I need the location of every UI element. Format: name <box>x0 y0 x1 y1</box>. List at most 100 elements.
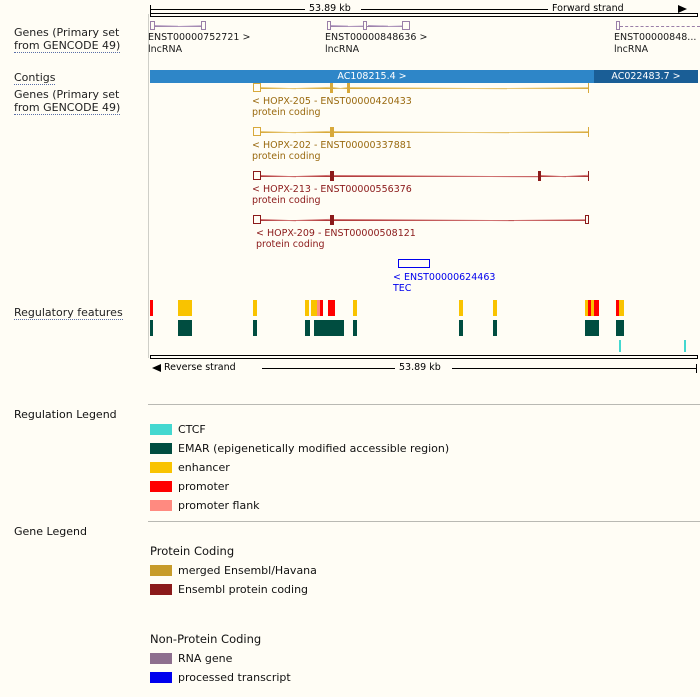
transcript-utr-box <box>402 21 410 30</box>
transcript-biotype-label: lncRNA <box>148 44 183 55</box>
regulatory-feature-enhancer[interactable] <box>591 300 594 316</box>
transcript-tec-box <box>398 259 430 268</box>
track-panel: 53.89 kb Forward strand ENST00000752721 … <box>148 0 700 382</box>
sidebar-item-regulatory-features[interactable]: Regulatory features <box>14 306 154 320</box>
legend-label: Ensembl protein coding <box>178 583 309 596</box>
sidebar-label-genes-forward-line2: from GENCODE 49) <box>14 39 121 53</box>
transcript-utr-box <box>253 215 261 224</box>
transcript-utr-box <box>253 127 261 136</box>
regulatory-feature-enhancer[interactable] <box>253 300 257 316</box>
legend-swatch-merged <box>150 565 172 576</box>
legend-label: promoter <box>178 480 230 493</box>
transcript-id-label: ENST00000848... <box>614 32 697 43</box>
legend-label: merged Ensembl/Havana <box>178 564 317 577</box>
bottom-ruler-strand-label: Reverse strand <box>164 362 236 373</box>
top-ruler-strand-label: Forward strand <box>552 3 624 14</box>
transcript-biotype-label: TEC <box>393 283 412 294</box>
regulatory-feature-ctcf[interactable] <box>684 340 686 352</box>
sidebar-label-genes-reverse-line2: from GENCODE 49) <box>14 101 121 115</box>
regulatory-feature-enhancer[interactable] <box>619 300 624 316</box>
contig-AC108215[interactable]: AC108215.4 > <box>150 70 594 83</box>
transcript-intron <box>329 26 407 27</box>
regulatory-feature-enhancer[interactable] <box>459 300 463 316</box>
regulatory-feature-enhancer[interactable] <box>178 300 192 316</box>
transcript-intron-dashed <box>620 26 700 27</box>
legend-swatch-promoter <box>150 481 172 492</box>
bottom-ruler-bar <box>150 355 698 359</box>
gene-legend-group-title: Non-Protein Coding <box>150 632 262 646</box>
regulatory-feature-enhancer[interactable] <box>311 300 317 316</box>
regulatory-feature-enhancer[interactable] <box>353 300 357 316</box>
sidebar-label-genes-reverse-line1: Genes (Primary set <box>14 88 120 101</box>
top-ruler-scale-label: 53.89 kb <box>309 3 351 14</box>
gene-legend-group-title: Protein Coding <box>150 544 235 558</box>
regulation-legend-title: Regulation Legend <box>14 408 117 421</box>
reverse-strand-arrow-icon <box>152 364 161 372</box>
legend-swatch-emar <box>150 443 172 454</box>
transcript-name-label: < HOPX-213 - ENST00000556376 <box>252 184 412 195</box>
regulatory-feature-promoter[interactable] <box>588 300 591 316</box>
sidebar-label-genes-forward-line1: Genes (Primary set <box>14 26 120 39</box>
transcript-biotype-label: lncRNA <box>614 44 649 55</box>
transcript-end-tick <box>588 127 590 137</box>
legend-label: enhancer <box>178 461 230 474</box>
regulatory-feature-promoter[interactable] <box>320 300 323 316</box>
transcript-biotype-label: lncRNA <box>325 44 360 55</box>
regulatory-feature-enhancer[interactable] <box>305 300 309 316</box>
legend-swatch-processed <box>150 672 172 683</box>
transcript-name-label: < HOPX-205 - ENST00000420433 <box>252 96 412 107</box>
regulatory-feature-ctcf[interactable] <box>619 340 621 352</box>
transcript-exon <box>330 171 334 181</box>
gene-legend-title: Gene Legend <box>14 525 87 538</box>
contig-AC022483[interactable]: AC022483.7 > <box>594 70 698 83</box>
sidebar-item-genes-reverse[interactable]: Genes (Primary set from GENCODE 49) <box>14 88 144 115</box>
regulatory-feature-emar[interactable] <box>305 320 310 336</box>
ruler-line-mid <box>361 9 548 10</box>
regulatory-feature-enhancer[interactable] <box>493 300 497 316</box>
sidebar-item-contigs[interactable]: Contigs <box>14 71 144 85</box>
legend-label: EMAR (epigenetically modified accessible… <box>178 442 450 455</box>
legend-swatch-ctcf <box>150 424 172 435</box>
sidebar-item-genes-forward[interactable]: Genes (Primary set from GENCODE 49) <box>14 26 144 53</box>
regulatory-feature-promoter[interactable] <box>616 300 619 316</box>
regulatory-feature-emar[interactable] <box>150 320 153 336</box>
transcript-id-label: ENST00000848636 > <box>325 32 428 43</box>
regulatory-feature-promoter[interactable] <box>150 300 153 316</box>
regulatory-feature-emar[interactable] <box>253 320 257 336</box>
transcript-utr-box <box>363 21 367 30</box>
transcript-exon <box>347 83 350 93</box>
legend-label: promoter flank <box>178 499 260 512</box>
ruler-line-left <box>150 9 305 10</box>
regulatory-feature-emar[interactable] <box>314 320 344 336</box>
transcript-utr-box <box>585 215 589 224</box>
regulatory-feature-emar[interactable] <box>616 320 624 336</box>
regulatory-feature-emar[interactable] <box>493 320 497 336</box>
regulatory-feature-promoter-flank[interactable] <box>317 300 320 316</box>
regulatory-feature-enhancer[interactable] <box>585 300 588 316</box>
legend-swatch-rna <box>150 653 172 664</box>
regulatory-feature-promoter[interactable] <box>594 300 599 316</box>
bottom-ruler-scale-label: 53.89 kb <box>399 362 441 373</box>
legend-label: processed transcript <box>178 671 291 684</box>
transcript-exon <box>330 215 334 225</box>
sidebar-label-contigs: Contigs <box>14 71 56 85</box>
regulatory-feature-emar[interactable] <box>585 320 599 336</box>
regulatory-feature-emar[interactable] <box>178 320 192 336</box>
bottom-ruler-line-right <box>452 368 696 369</box>
legend-label: RNA gene <box>178 652 233 665</box>
regulatory-feature-emar[interactable] <box>459 320 463 336</box>
regulatory-feature-promoter[interactable] <box>328 300 335 316</box>
transcript-utr-box <box>201 21 206 30</box>
transcript-exon <box>330 83 333 93</box>
bottom-ruler-tick-end <box>696 364 697 373</box>
transcript-utr-box <box>253 83 261 92</box>
panel-left-border <box>148 14 149 358</box>
transcript-name-label: < HOPX-209 - ENST00000508121 <box>256 228 416 239</box>
transcript-id-label: ENST00000752721 > <box>148 32 251 43</box>
regulatory-feature-emar[interactable] <box>353 320 357 336</box>
legend-divider-top <box>148 404 700 405</box>
ruler-bar <box>150 13 698 17</box>
sidebar-label-regulatory-features: Regulatory features <box>14 306 123 320</box>
legend-divider-middle <box>148 521 700 522</box>
transcript-end-tick <box>588 171 590 181</box>
